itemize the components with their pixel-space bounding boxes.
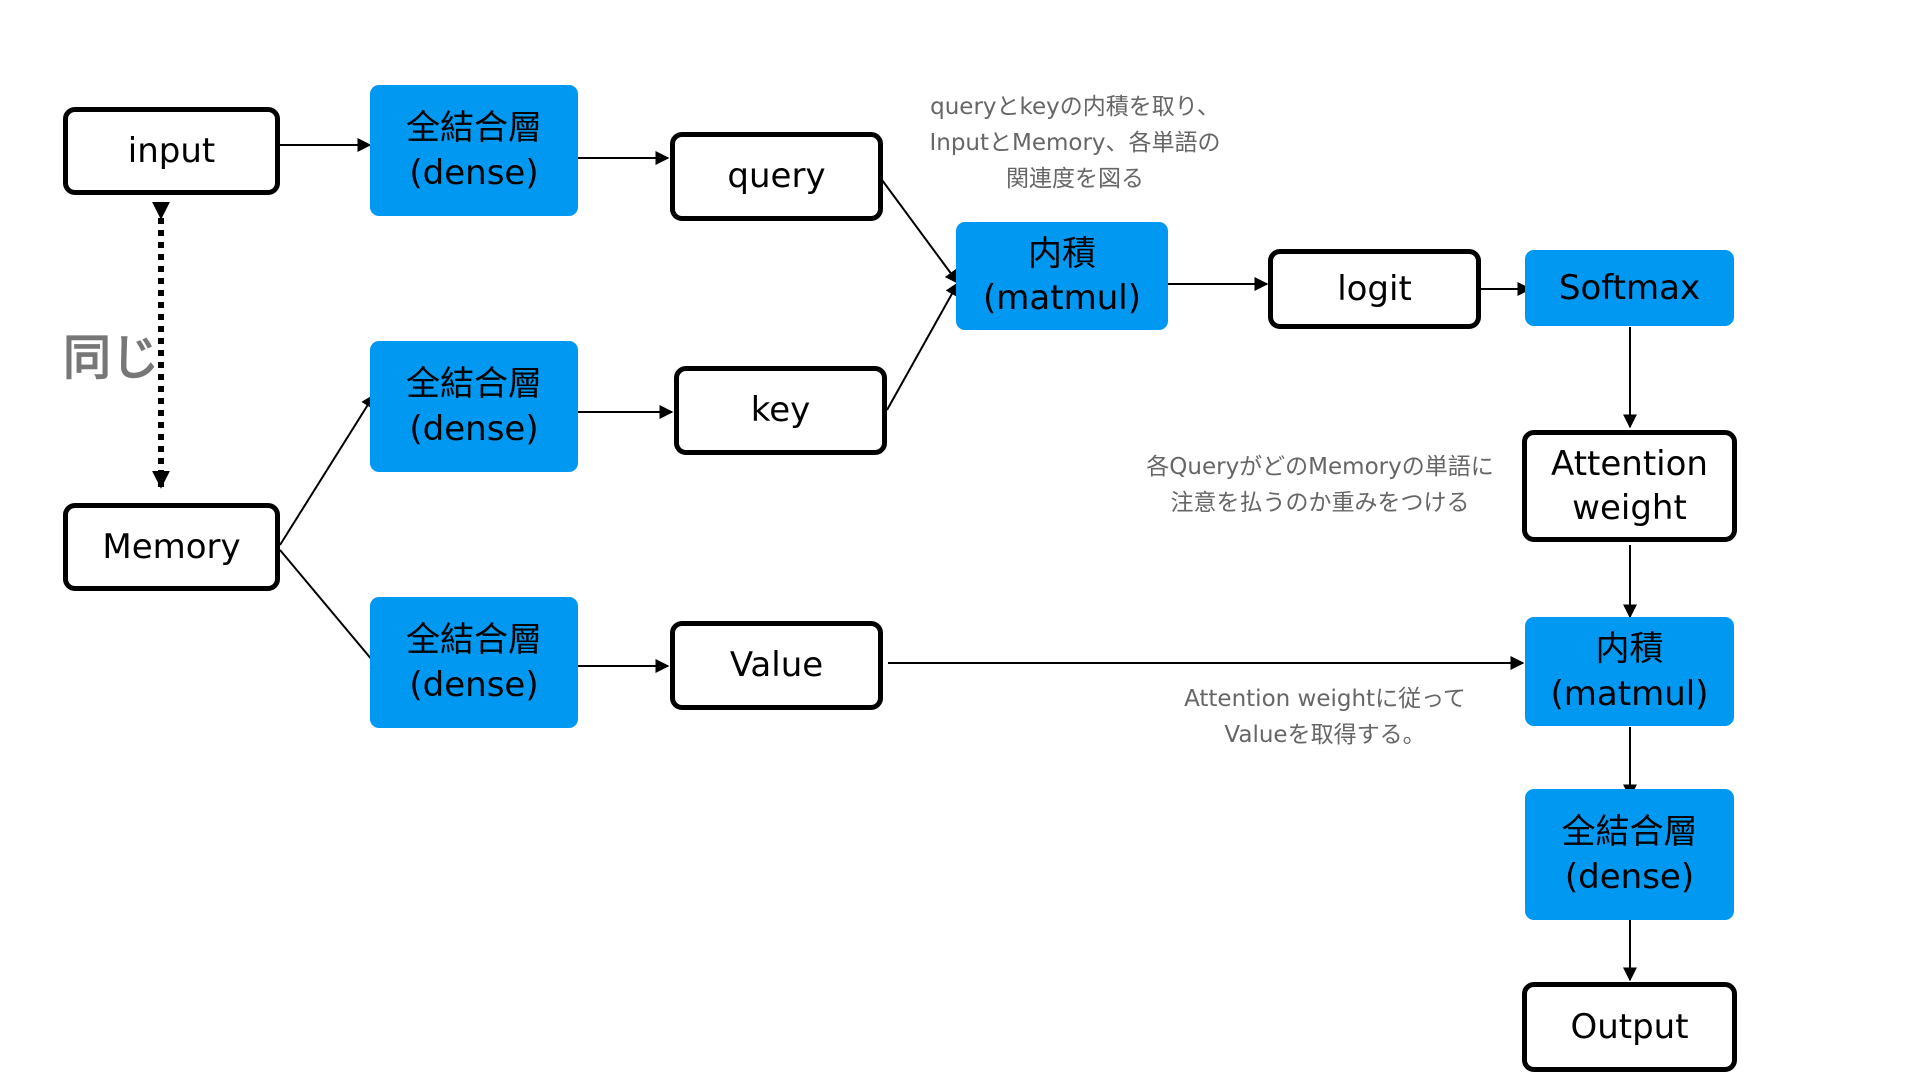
dense-bot-label-line2: (dense) [409,664,539,705]
dense-node-bot: 全結合層 (dense) [370,597,578,728]
matmul-node-top: 内積 (matmul) [956,222,1168,330]
note-attention: 各QueryがどのMemoryの単語に 注意を払うのか重みをつける [1125,449,1515,521]
dense-mid-label-line1: 全結合層 [406,364,542,405]
value-label: Value [729,645,824,686]
dense-top-label-line1: 全結合層 [406,108,542,149]
edge-memory-dense-mid [279,393,375,546]
attention-weight-node: Attention weight [1522,430,1737,542]
key-label: key [750,390,811,431]
attention-weight-label-line1: Attention [1551,443,1708,484]
edge-query-matmul [881,179,959,285]
output-label: Output [1570,1006,1689,1047]
dense-node-top: 全結合層 (dense) [370,85,578,216]
dense-mid-label-line2: (dense) [409,408,539,449]
memory-label: Memory [102,526,241,567]
matmul-bottom-label-line2: (matmul) [1550,673,1709,714]
attention-weight-label-line2: weight [1572,488,1687,528]
value-node: Value [670,621,883,710]
note-query-key-line1: queryとkeyの内積を取り、 [930,94,1220,120]
dense-out-label-line1: 全結合層 [1561,812,1698,853]
logit-label: logit [1337,268,1412,309]
dense-out-label-line2: (dense) [1564,856,1695,897]
same-label: 同じ [63,318,159,388]
note-attention-line1: 各QueryがどのMemoryの単語に [1146,454,1494,480]
note-value-line1: Attention weightに従って [1184,686,1466,712]
softmax-label: Softmax [1558,267,1701,308]
matmul-bottom-label-line1: 内積 [1595,629,1664,670]
logit-node: logit [1268,249,1481,329]
query-label: query [727,156,826,197]
dense-node-out: 全結合層 (dense) [1525,789,1734,920]
softmax-node: Softmax [1525,250,1734,326]
edge-memory-dense-bot [279,549,384,675]
key-node: key [674,366,887,455]
memory-node: Memory [63,503,280,591]
dense-node-mid: 全結合層 (dense) [370,341,578,472]
query-node: query [670,132,883,221]
dense-top-label-line2: (dense) [409,152,539,193]
matmul-top-label-line1: 内積 [1028,233,1096,274]
note-query-key-line3: 関連度を図る [1006,166,1144,192]
input-label: input [127,130,216,171]
edge-key-matmul [886,281,959,411]
matmul-node-bottom: 内積 (matmul) [1525,617,1734,726]
note-query-key-line2: InputとMemory、各単語の [929,130,1221,156]
matmul-top-label-line2: (matmul) [983,278,1141,318]
same-label-text: 同じ [63,330,160,386]
note-value-line2: Valueを取得する。 [1224,722,1426,748]
note-attention-line2: 注意を払うのか重みをつける [1170,490,1470,516]
output-node: Output [1522,982,1737,1072]
input-node: input [63,107,280,195]
note-value: Attention weightに従って Valueを取得する。 [1160,681,1490,753]
note-query-key: queryとkeyの内積を取り、 InputとMemory、各単語の 関連度を図… [890,89,1260,197]
dense-bot-label-line1: 全結合層 [406,620,542,661]
